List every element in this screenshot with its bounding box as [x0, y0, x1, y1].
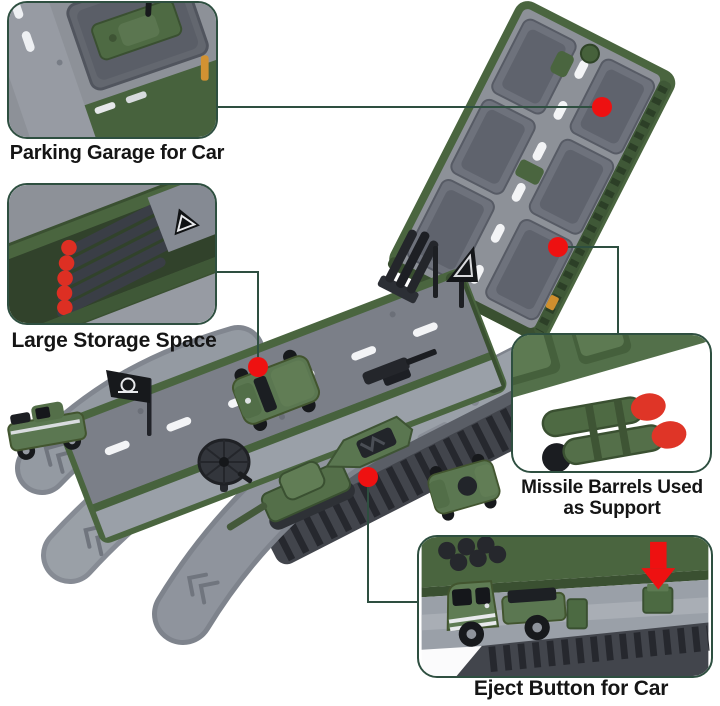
red-dot-marker-eject	[358, 467, 378, 487]
missile-support-photo	[513, 335, 710, 471]
callout-parking-garage	[7, 1, 218, 139]
callout-missile-support	[511, 333, 712, 473]
parking-garage-photo	[9, 3, 216, 137]
eject-pickup-toy	[446, 580, 567, 647]
stored-missiles	[56, 198, 174, 318]
missile-tip	[630, 393, 666, 421]
red-arrow-down-icon	[641, 541, 676, 590]
missile-tip	[651, 421, 687, 449]
small-jeep-toy	[427, 453, 501, 521]
truck-lid-open	[387, 1, 676, 343]
boat-toy	[324, 415, 414, 469]
warning-triangle-icon	[174, 208, 200, 236]
leader-line-eject	[367, 477, 418, 603]
missile-barrels	[541, 393, 687, 471]
missile-rack	[377, 229, 439, 304]
red-dot-marker-storage	[248, 357, 268, 377]
callout-eject-button	[417, 535, 713, 678]
parked-tank	[91, 3, 183, 61]
callout-label-eject-button: Eject Button for Car	[473, 677, 669, 700]
track-stop	[566, 598, 588, 630]
tank-toy	[226, 460, 355, 531]
pirate-flag-icon	[106, 370, 152, 436]
callout-label-large-storage: Large Storage Space	[11, 329, 217, 352]
leader-line-missile	[558, 246, 619, 334]
orange-marking	[200, 55, 209, 81]
red-dot-marker-missile	[548, 237, 568, 257]
warning-sign	[433, 246, 478, 308]
storage-space-photo	[9, 185, 215, 323]
missile-red-tips	[56, 239, 77, 316]
tread-band-inset	[456, 622, 710, 676]
truck-cab	[513, 335, 710, 404]
machine-gun	[362, 348, 437, 386]
eject-button-photo	[421, 537, 710, 676]
lid-orange-marking	[545, 295, 559, 311]
satellite-dish-icon	[197, 438, 253, 492]
callout-large-storage	[7, 183, 217, 325]
pickup-toy-left	[7, 401, 87, 460]
callout-label-missile-support: Missile Barrels Used as Support	[521, 477, 703, 520]
red-dot-marker-parking	[592, 97, 612, 117]
stored-gear	[438, 537, 507, 572]
callout-label-parking-garage: Parking Garage for Car	[9, 142, 225, 164]
jeep-toy-on-road	[231, 349, 321, 431]
leader-line-storage	[215, 271, 259, 367]
